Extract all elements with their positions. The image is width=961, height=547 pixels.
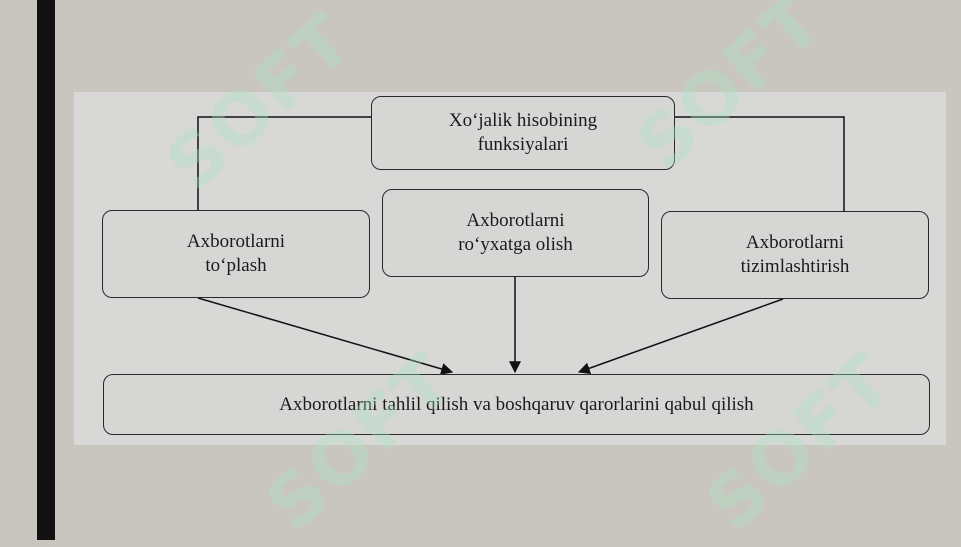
box-economic-accounting-functions: Xo‘jalik hisobining funksiyalari: [371, 96, 675, 170]
box-analysis-and-decisions: Axborotlarni tahlil qilish va boshqaruv …: [103, 374, 930, 435]
box-right-text: Axborotlarni tizimlashtirish: [741, 231, 850, 279]
box-left-line-1: Axborotlarni: [186, 231, 286, 253]
arrow-left-to-bottom: [197, 297, 454, 375]
box-bottom-text: Axborotlarni tahlil qilish va boshqaruv …: [279, 393, 754, 415]
connector-top-to-right: [675, 116, 845, 211]
arrow-right-to-bottom: [577, 298, 784, 375]
box-top-text: Xo‘jalik hisobining funksiyalari: [449, 109, 597, 157]
box-information-collection: Axborotlarni to‘plash: [102, 210, 370, 298]
box-right-line-2: tizimlashtirish: [740, 256, 850, 277]
box-top-line-2: funksiyalari: [477, 134, 569, 155]
box-right-line-1: Axborotlarni: [745, 232, 845, 254]
box-information-registration: Axborotlarni ro‘yxatga olish: [382, 189, 649, 277]
box-center-text: Axborotlarni ro‘yxatga olish: [458, 209, 573, 257]
left-edge-bar: [37, 0, 55, 540]
box-information-systematization: Axborotlarni tizimlashtirish: [661, 211, 929, 299]
box-center-line-1: Axborotlarni: [466, 210, 565, 232]
box-top-line-1: Xo‘jalik hisobining: [448, 110, 598, 132]
box-left-text: Axborotlarni to‘plash: [187, 230, 285, 278]
box-center-line-2: ro‘yxatga olish: [458, 234, 573, 255]
connector-top-to-left: [197, 116, 371, 210]
box-left-line-2: to‘plash: [205, 255, 267, 276]
